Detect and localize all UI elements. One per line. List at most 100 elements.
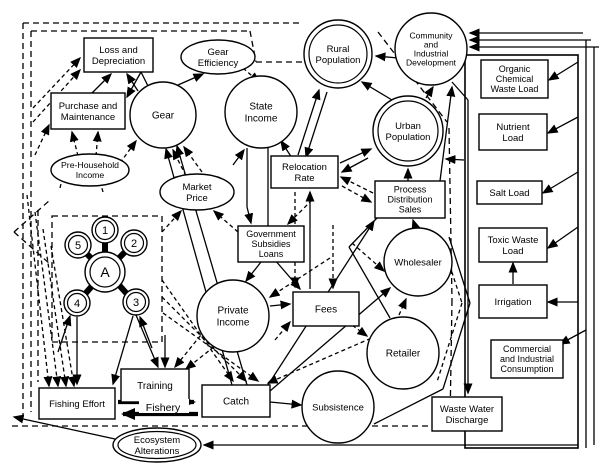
flow-arrow xyxy=(269,300,292,310)
node-label: 1 xyxy=(102,225,108,237)
flow-arrow xyxy=(269,287,392,392)
flow-arrow xyxy=(139,315,153,349)
node-irrigation: Irrigation xyxy=(478,284,548,319)
node-label: Training xyxy=(137,381,173,392)
flow-arrow xyxy=(546,116,579,134)
flow-arrow xyxy=(268,257,331,298)
flow-arrow xyxy=(111,315,134,386)
flow-arrow xyxy=(280,139,293,159)
flow-arrow xyxy=(341,185,373,203)
node-training: Training xyxy=(120,368,190,403)
node-label: Fishing Effort xyxy=(49,399,105,410)
flow-arrow xyxy=(69,130,79,157)
flow-arrow xyxy=(232,148,245,166)
flow-arrow xyxy=(444,155,465,165)
node-catch: Catch xyxy=(201,384,271,418)
flow-arrow xyxy=(119,139,137,164)
flow-arrow xyxy=(558,329,587,345)
flow-arrow xyxy=(541,171,579,194)
flow-arrow xyxy=(269,399,303,409)
flow-arrow xyxy=(172,148,187,177)
node-node-4: 4 xyxy=(63,289,91,317)
flow-arrow xyxy=(126,72,139,92)
flow-arrow xyxy=(161,209,183,233)
node-node-3: 3 xyxy=(122,288,150,316)
node-label: 5 xyxy=(75,240,81,252)
flow-arrow xyxy=(274,320,291,341)
cluster-connector xyxy=(116,283,130,296)
flow-arrow xyxy=(339,148,373,164)
cluster-connector xyxy=(82,284,95,296)
node-label: 3 xyxy=(133,297,139,309)
boundary-line xyxy=(448,127,453,301)
node-label: Gear xyxy=(152,111,175,122)
flow-arrow xyxy=(339,176,374,194)
node-fishing-effort: Fishing Effort xyxy=(38,387,116,420)
flow-arrow xyxy=(244,206,254,225)
flow-arrow xyxy=(373,388,444,425)
node-label: Retailer xyxy=(386,349,421,360)
boundary-line xyxy=(13,199,51,233)
node-label: Subsistence xyxy=(312,402,364,413)
flow-arrow xyxy=(351,242,386,272)
node-label: Catch xyxy=(223,397,249,408)
node-label: 2 xyxy=(131,238,137,250)
flow-arrow xyxy=(212,210,239,233)
waste-load-enclosure xyxy=(464,54,579,449)
node-node-5: 5 xyxy=(64,231,92,259)
flow-arrow xyxy=(451,81,469,101)
node-retailer: Retailer xyxy=(366,316,440,390)
flow-arrow xyxy=(348,217,378,248)
flow-arrow xyxy=(92,130,102,157)
flow-arrow xyxy=(547,61,579,81)
flow-arrow xyxy=(348,246,391,319)
flow-arrow xyxy=(177,73,205,86)
flow-arrow xyxy=(126,71,142,99)
flow-arrow xyxy=(374,52,399,62)
flow-arrow xyxy=(424,85,434,99)
node-node-2: 2 xyxy=(120,229,148,257)
flow-arrow xyxy=(297,88,321,156)
flow-arrow xyxy=(42,228,70,388)
flow-arrow xyxy=(546,226,579,249)
node-fees: Fees xyxy=(292,291,360,327)
flow-arrow xyxy=(135,314,159,369)
flow-arrow xyxy=(439,85,456,182)
flow-arrow xyxy=(360,81,393,101)
node-wholesaler: Wholesaler xyxy=(383,227,453,297)
flow-arrow xyxy=(32,56,82,109)
boundary-line xyxy=(377,31,448,123)
